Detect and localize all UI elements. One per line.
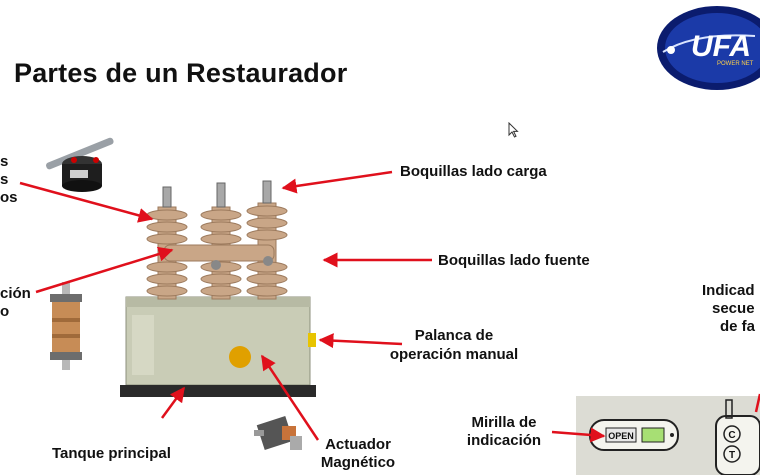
arrow-mirilla bbox=[551, 427, 606, 443]
label-indicador-2: secue bbox=[712, 300, 755, 317]
label-actuador-1: Actuador bbox=[325, 436, 391, 453]
open-indicator-text: OPEN bbox=[608, 431, 634, 441]
current-transformer-image bbox=[46, 137, 114, 192]
ufa-logo: UFA POWER NET bbox=[655, 2, 760, 97]
label-palanca-1: Palanca de bbox=[414, 327, 494, 344]
close-indicator-text: C bbox=[728, 430, 735, 441]
brand-emblem-icon bbox=[229, 346, 251, 368]
label-mirilla-1: Mirilla de bbox=[471, 414, 537, 431]
label-palanca-2: operación manual bbox=[389, 346, 519, 363]
arrow-boquillas-carga bbox=[281, 170, 393, 194]
logo-text: UFA bbox=[691, 30, 751, 63]
label-indicador-1: Indicad bbox=[702, 282, 755, 299]
arrow-actuador bbox=[260, 354, 320, 441]
arrow-interrupter bbox=[35, 246, 174, 294]
trip-indicator-text: T bbox=[729, 450, 735, 461]
label-left-top-3: os bbox=[0, 189, 18, 206]
slide-title: Partes de un Restaurador bbox=[14, 58, 348, 88]
label-left-top-1: s bbox=[0, 153, 9, 170]
label-boquillas-carga: Boquillas lado carga bbox=[400, 163, 547, 180]
arrow-indicador bbox=[754, 393, 760, 413]
arrow-ct bbox=[19, 181, 154, 223]
label-actuador-2: Magnético bbox=[320, 454, 396, 471]
label-indicador-3: de fa bbox=[720, 318, 756, 335]
vacuum-interrupter-image bbox=[50, 282, 82, 370]
logo-tagline: POWER NET bbox=[717, 61, 754, 67]
label-tanque: Tanque principal bbox=[52, 445, 171, 462]
label-left-mid-1: ción bbox=[0, 285, 31, 302]
label-left-mid-2: o bbox=[0, 303, 10, 320]
label-boquillas-fuente: Boquillas lado fuente bbox=[438, 252, 590, 269]
label-mirilla-2: indicación bbox=[466, 432, 542, 449]
arrow-tanque bbox=[160, 386, 186, 419]
arrow-palanca bbox=[318, 333, 403, 349]
label-left-top-2: s bbox=[0, 171, 9, 188]
mouse-cursor-icon bbox=[508, 122, 519, 138]
magnetic-actuator-image bbox=[254, 416, 302, 450]
